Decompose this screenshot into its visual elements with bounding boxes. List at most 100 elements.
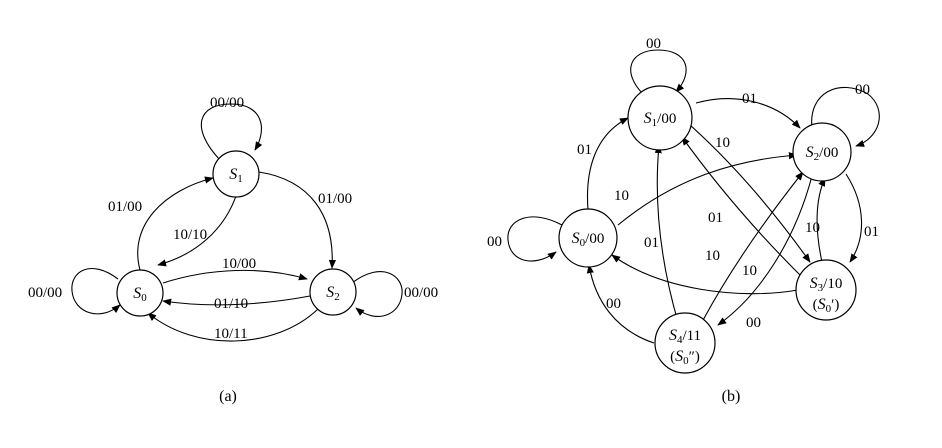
svg-text:S1: S1 xyxy=(229,166,243,185)
edge-b-s0-self xyxy=(507,216,563,262)
label-b-s2-s4: 10 xyxy=(742,263,757,279)
svg-text:S0/00: S0/00 xyxy=(572,230,605,249)
label-b-s3-s0: 00 xyxy=(746,315,761,331)
state-b-s3-alias-mark: ′ xyxy=(831,297,834,313)
label-b-s4-s1: 01 xyxy=(644,235,659,251)
label-b-s4-s2: 10 xyxy=(705,248,720,264)
edge-b-s2-s4 xyxy=(717,175,813,326)
svg-text:S2: S2 xyxy=(326,284,340,303)
state-b-s3-alias-sub: 0 xyxy=(826,303,832,315)
state-b-s2: S2/00 xyxy=(792,122,852,182)
state-b-s3-letter: S xyxy=(810,275,818,292)
state-b-s4: S4/11 (S0″) xyxy=(654,312,716,374)
state-b-s4-output: /11 xyxy=(682,328,701,344)
edge-a-s1-s2 xyxy=(258,171,337,269)
state-b-s1-sub: 1 xyxy=(652,117,658,129)
edge-a-s1-s0 xyxy=(157,192,238,267)
caption-a: (a) xyxy=(219,388,237,405)
edge-a-s2-self xyxy=(351,271,403,317)
state-b-s0-sub: 0 xyxy=(580,237,586,249)
label-a-s0-self: 00/00 xyxy=(28,285,62,301)
state-a-s1-letter: S xyxy=(229,166,237,183)
edge-b-s4-s1 xyxy=(654,144,679,323)
svg-text:S4/11: S4/11 xyxy=(669,327,701,346)
svg-text:S2/00: S2/00 xyxy=(806,144,839,163)
edge-b-s3-s1 xyxy=(681,136,801,276)
state-b-s1: S1/00 xyxy=(627,85,693,151)
state-b-s0: S0/00 xyxy=(558,208,618,268)
svg-text:S0: S0 xyxy=(133,285,147,304)
edge-a-s0-self xyxy=(71,268,121,315)
state-b-s1-output: /00 xyxy=(657,111,676,127)
state-a-s0-sub: 0 xyxy=(141,292,147,304)
label-b-s1-s3: 10 xyxy=(715,135,730,151)
label-b-s3-s2: 10 xyxy=(805,220,820,236)
edge-b-s1-self xyxy=(630,49,687,97)
edge-b-s1-s3 xyxy=(689,124,811,263)
label-a-s1-s2: 01/00 xyxy=(318,191,352,207)
label-b-s1-s2: 01 xyxy=(742,91,757,107)
state-b-s4-letter: S xyxy=(669,327,677,344)
state-b-s2-letter: S xyxy=(806,144,814,161)
diagram-b: 00 00 00 01 01 10 10 01 01 10 10 10 01 0… xyxy=(487,36,880,405)
state-b-s3-output: /10 xyxy=(823,276,842,292)
edge-b-s4-s2 xyxy=(701,171,804,323)
state-a-s2: S2 xyxy=(309,268,357,316)
state-a-s0: S0 xyxy=(116,269,164,317)
edge-a-s2-s0-bottom xyxy=(147,308,319,342)
svg-text:(S0″): (S0″) xyxy=(670,348,700,367)
edge-a-s0-s1 xyxy=(137,176,214,271)
state-a-s2-sub: 2 xyxy=(334,291,340,303)
label-b-s0-s1: 01 xyxy=(577,142,592,158)
label-b-s1-self: 00 xyxy=(646,36,661,52)
label-b-s3-s1: 01 xyxy=(708,210,723,226)
label-a-s1-s0: 10/10 xyxy=(173,227,207,243)
state-b-s4-alias-sub: 0 xyxy=(683,355,689,367)
state-a-s1: S1 xyxy=(212,150,260,198)
label-a-s2-self: 00/00 xyxy=(404,285,438,301)
label-a-s1-self: 00/00 xyxy=(210,95,244,111)
edge-b-s0-s1 xyxy=(586,117,629,211)
edge-b-s3-s0 xyxy=(611,254,799,295)
label-a-s2-s0-bottom: 10/11 xyxy=(214,326,248,342)
state-b-s0-output: /00 xyxy=(585,231,604,247)
label-a-s0-s1: 01/00 xyxy=(108,199,142,215)
label-b-s0-self: 00 xyxy=(487,234,502,250)
state-b-s2-sub: 2 xyxy=(814,151,820,163)
label-a-s2-s0-top: 01/10 xyxy=(214,296,248,312)
state-a-s2-letter: S xyxy=(326,284,334,301)
label-b-s2-self: 00 xyxy=(855,82,870,98)
state-a-s1-sub: 1 xyxy=(237,173,243,185)
label-b-s0-s2: 10 xyxy=(614,188,629,204)
svg-text:S3/10: S3/10 xyxy=(810,275,843,294)
label-b-s4-s0: 00 xyxy=(606,296,621,312)
edge-b-s2-s3 xyxy=(845,173,863,263)
svg-text:(S0′): (S0′) xyxy=(813,296,840,315)
edge-b-s2-self xyxy=(811,86,880,147)
edge-b-s0-s2 xyxy=(617,152,798,226)
edge-a-s0-s2 xyxy=(162,269,308,284)
state-b-s3-alias-open: ( xyxy=(813,297,818,313)
svg-text:S1/00: S1/00 xyxy=(644,110,677,129)
state-b-s3-alias-close: ) xyxy=(834,297,839,313)
edge-b-s3-s2 xyxy=(816,177,826,263)
state-b-s3-alias-letter: S xyxy=(818,296,826,313)
caption-b: (b) xyxy=(722,388,741,405)
edge-a-s1-self xyxy=(200,103,263,161)
state-b-s4-sub: 4 xyxy=(677,334,683,346)
state-b-s4-alias-mark: ″ xyxy=(689,349,695,365)
state-b-s0-letter: S xyxy=(572,230,580,247)
state-b-s2-output: /00 xyxy=(819,145,838,161)
edge-b-s4-s0 xyxy=(586,264,655,344)
state-b-s4-alias-letter: S xyxy=(675,348,683,365)
state-b-s4-alias-close: ) xyxy=(695,349,700,365)
diagram-a: 00/00 01/00 10/10 01/00 10/00 01/10 10/1… xyxy=(28,95,438,405)
state-a-s0-letter: S xyxy=(133,285,141,302)
state-b-s3-sub: 3 xyxy=(818,282,824,294)
label-a-s0-s2: 10/00 xyxy=(222,256,256,272)
state-b-s4-alias-open: ( xyxy=(670,349,675,365)
state-b-s1-letter: S xyxy=(644,110,652,127)
label-b-s2-s3: 01 xyxy=(864,224,879,240)
state-b-s3: S3/10 (S0′) xyxy=(795,259,857,321)
